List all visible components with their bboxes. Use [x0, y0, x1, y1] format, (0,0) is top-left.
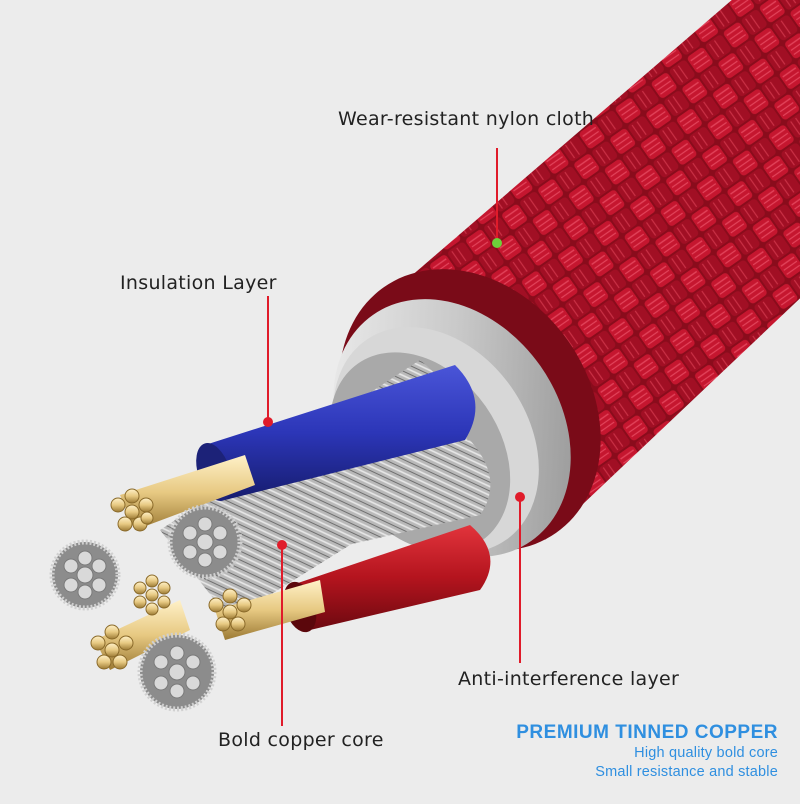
promo-line-2: Small resistance and stable — [595, 764, 778, 780]
promo-line-1: High quality bold core — [634, 745, 778, 761]
label-nylon-cloth: Wear-resistant nylon cloth — [338, 108, 595, 130]
label-insulation-layer: Insulation Layer — [120, 272, 277, 294]
label-anti-interference-layer: Anti-interference layer — [458, 668, 680, 690]
callout-dot-insulation — [263, 417, 273, 427]
gold-conductor-ends — [90, 488, 252, 670]
callout-lines — [267, 148, 521, 726]
callout-dot-anti — [515, 492, 525, 502]
red-insulated-wire — [292, 525, 491, 630]
blue-insulated-wire — [205, 365, 476, 500]
nylon-braid-jacket — [388, 0, 800, 540]
promo-block: PREMIUM TINNED COPPER High quality bold … — [516, 722, 778, 782]
callout-dot-nylon — [492, 238, 502, 248]
label-copper-core: Bold copper core — [218, 729, 384, 751]
callout-dot-core — [277, 540, 287, 550]
promo-title: PREMIUM TINNED COPPER — [516, 722, 778, 743]
silver-conductor-ends — [49, 504, 243, 712]
